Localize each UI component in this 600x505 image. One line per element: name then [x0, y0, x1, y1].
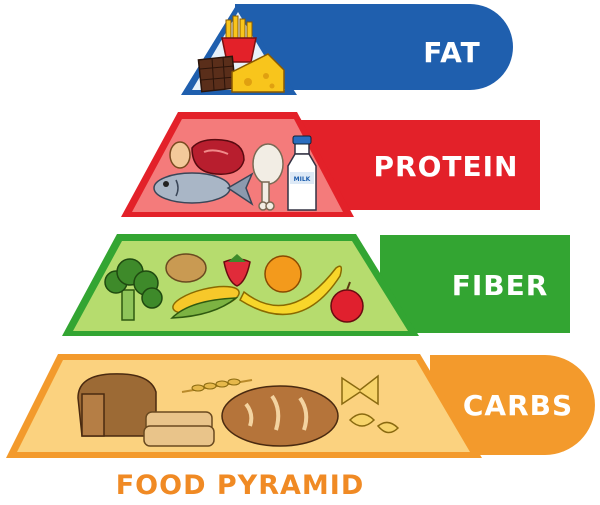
fat-label-banner	[235, 4, 513, 90]
carbs-label: CARBS	[463, 389, 573, 422]
tier-carbs: CARBS	[6, 354, 595, 458]
apple-icon	[330, 281, 364, 323]
fiber-label: FIBER	[452, 269, 549, 302]
orange-icon	[264, 255, 302, 293]
chicken-leg-icon	[252, 143, 284, 211]
egg-icon	[169, 141, 191, 169]
milk-label: MILK	[294, 176, 311, 183]
bread-bun-icon	[221, 385, 339, 447]
protein-label: PROTEIN	[374, 150, 519, 183]
wheat-icon	[181, 378, 253, 393]
meat-icon	[191, 138, 245, 175]
fat-label: FAT	[423, 36, 481, 69]
fiber-label-banner	[380, 235, 570, 333]
cheese-icon	[231, 53, 285, 93]
milk-bottle-icon: MILK	[287, 135, 317, 211]
broccoli-icon	[104, 258, 163, 321]
fish-icon	[153, 172, 254, 206]
tier-fat: FAT	[181, 4, 513, 95]
banana-icon	[239, 265, 343, 316]
corn-icon	[170, 285, 240, 319]
chocolate-icon	[197, 55, 237, 93]
bread-loaf-icon	[77, 373, 157, 437]
strawberry-icon	[223, 254, 251, 287]
protein-label-banner	[300, 120, 540, 210]
pasta-icon	[341, 374, 400, 434]
toast-slices-icon	[143, 411, 215, 447]
tier-fiber: FIBER	[62, 234, 570, 336]
potato-icon	[165, 253, 207, 283]
carbs-label-banner	[430, 355, 595, 455]
tier-protein: PROTEIN MILK	[121, 112, 540, 217]
page-title: FOOD PYRAMID	[115, 470, 365, 501]
